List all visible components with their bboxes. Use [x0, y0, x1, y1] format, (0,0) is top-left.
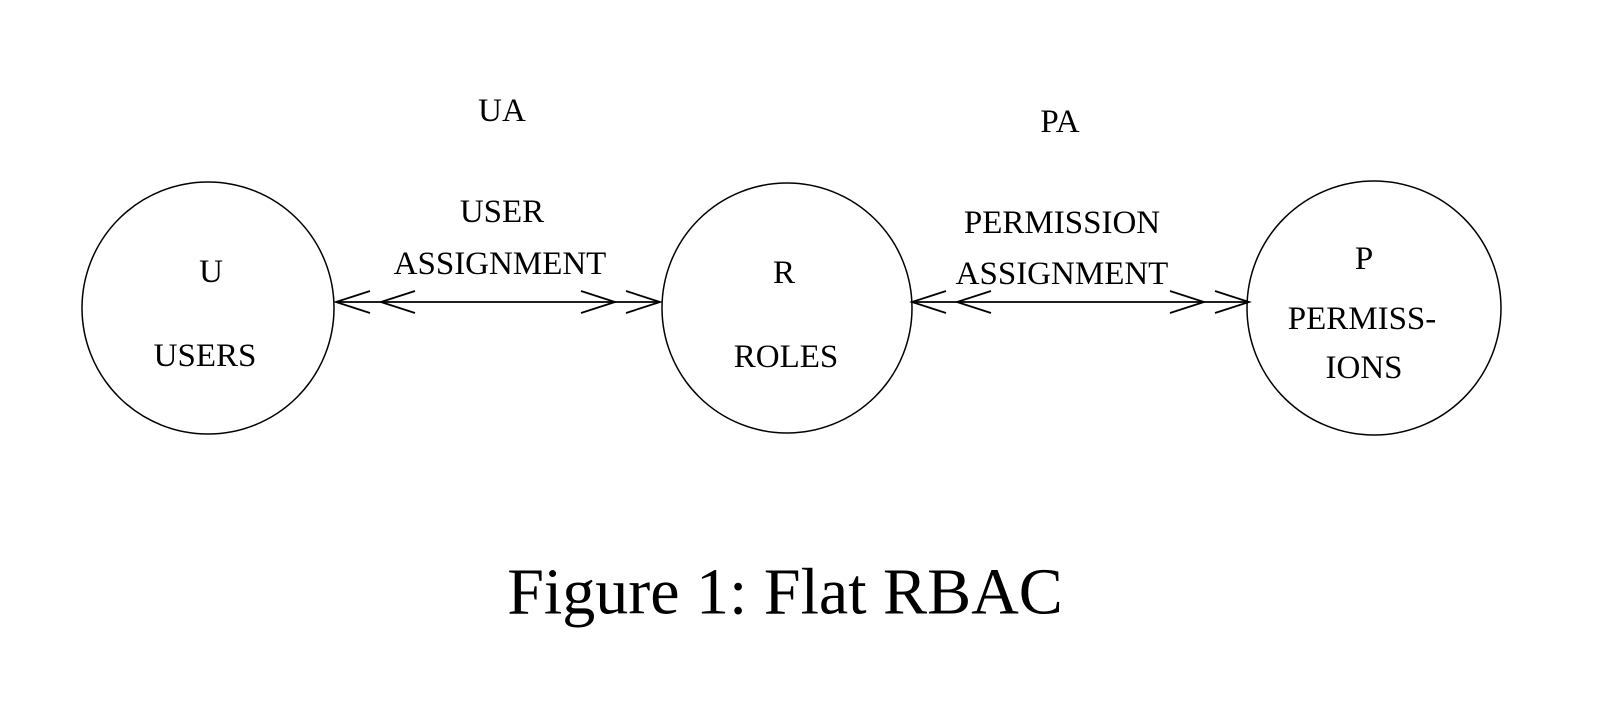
- pa-abbr-label: PA: [1040, 103, 1080, 140]
- user-assignment-arrow: [333, 290, 663, 314]
- ua-abbr-label: UA: [478, 92, 526, 129]
- permissions-node-label-line2: IONS: [1325, 349, 1403, 386]
- roles-circle: [661, 182, 913, 434]
- users-circle: [81, 181, 335, 435]
- pa-name-line1: PERMISSION: [963, 204, 1161, 241]
- ua-name-line1: USER: [459, 193, 545, 230]
- permissions-circle: [1246, 180, 1502, 436]
- roles-node-symbol: R: [772, 254, 796, 291]
- permissions-node-symbol: P: [1354, 240, 1374, 277]
- ua-name-line2: ASSIGNMENT: [393, 245, 607, 282]
- permission-assignment-arrow: [909, 290, 1252, 314]
- roles-node-label: ROLES: [733, 338, 839, 375]
- figure-caption: Figure 1: Flat RBAC: [507, 555, 1063, 629]
- users-node-symbol: U: [199, 253, 223, 290]
- pa-name-line2: ASSIGNMENT: [955, 255, 1169, 292]
- users-node-label: USERS: [153, 337, 257, 374]
- permissions-node-label-line1: PERMISS-: [1287, 300, 1437, 337]
